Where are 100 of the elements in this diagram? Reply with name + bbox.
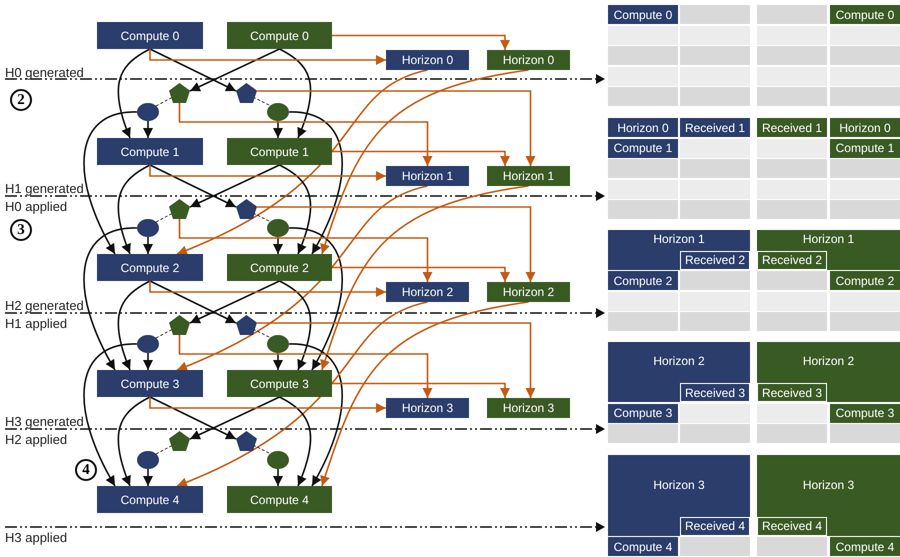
memory-block [608, 230, 750, 270]
circle-marker [267, 335, 289, 353]
arrow [273, 353, 283, 370]
block-label: Horizon 2 [653, 354, 705, 368]
arrow [288, 343, 343, 486]
dashed-connector [252, 212, 272, 222]
memory-block [757, 342, 900, 402]
arrow [332, 382, 510, 398]
arrow [176, 185, 428, 371]
arrow [257, 322, 536, 398]
memory-block: Compute 2 [608, 271, 678, 290]
dashed-connector [252, 96, 272, 106]
block-label: Horizon 2 [802, 354, 854, 368]
memory-block [757, 455, 900, 536]
arrow [143, 469, 153, 486]
pentagon-marker [169, 83, 190, 103]
arrow [83, 227, 138, 370]
arrow [149, 397, 386, 413]
dashed-connector [156, 212, 174, 222]
horizon-box: Horizon 0 [487, 50, 570, 70]
dashed-connector [252, 328, 272, 338]
pentagon-marker [169, 315, 190, 335]
compute-box: Compute 1 [227, 138, 332, 165]
memory-block [608, 342, 750, 402]
compute-box: Compute 0 [97, 22, 203, 49]
memory-block [608, 455, 750, 536]
arrow [190, 396, 280, 440]
horizon-box: Horizon 3 [386, 398, 469, 418]
horizon-box: Horizon 0 [386, 50, 469, 70]
circled-number: 3 [10, 219, 32, 241]
arrow [118, 164, 150, 254]
arrow [118, 396, 150, 486]
pentagon-marker [169, 199, 190, 219]
memory-block: Compute 2 [830, 271, 900, 290]
arrow [83, 343, 138, 486]
arrow [150, 48, 236, 92]
circle-marker [267, 103, 289, 121]
arrow [149, 49, 386, 65]
arrow [273, 469, 283, 486]
arrow [176, 69, 428, 255]
horizon-box: Horizon 3 [487, 398, 570, 418]
arrow [332, 150, 510, 166]
arrow [143, 121, 153, 138]
block-label: Horizon 1 [653, 232, 705, 246]
arrow [273, 237, 283, 254]
compute-box: Compute 3 [97, 370, 203, 397]
arrow [150, 164, 236, 208]
arrow [332, 34, 510, 50]
timeline-label: H1 generated [5, 181, 84, 196]
timeline-label: H0 applied [5, 199, 68, 214]
arrow [150, 396, 236, 440]
arrow [178, 103, 432, 166]
memory-block: Compute 1 [608, 138, 678, 158]
arrow [149, 165, 386, 181]
pentagon-marker [236, 315, 257, 335]
arrow [83, 111, 138, 254]
arrow [118, 48, 150, 138]
block-label: Horizon 3 [653, 478, 705, 492]
arrow [279, 164, 312, 254]
timeline-label: H1 applied [5, 316, 68, 331]
horizon-box: Horizon 2 [386, 282, 469, 302]
memory-block: Compute 0 [830, 5, 900, 24]
compute-box: Compute 2 [227, 254, 332, 281]
dashed-connector [156, 96, 174, 106]
memory-block: Compute 0 [608, 5, 678, 24]
memory-block: Received 4 [757, 516, 827, 536]
compute-box: Compute 3 [227, 370, 332, 397]
arrow [150, 280, 236, 324]
compute-box: Compute 1 [97, 138, 203, 165]
memory-block: Received 3 [757, 383, 827, 402]
memory-block: Received 4 [680, 516, 750, 536]
arrow [118, 280, 150, 370]
circle-marker [137, 219, 159, 237]
arrow [273, 121, 283, 138]
pentagon-marker [236, 83, 257, 103]
memory-block: Compute 4 [608, 537, 678, 556]
arrow [176, 301, 428, 487]
arrow [190, 280, 280, 324]
memory-block: Received 2 [680, 250, 750, 270]
block-label: Horizon 1 [802, 232, 854, 246]
arrow [279, 280, 312, 370]
compute-box: Compute 2 [97, 254, 203, 281]
arrow [257, 206, 536, 282]
arrow [288, 227, 343, 370]
circle-marker [137, 335, 159, 353]
memory-block: Compute 3 [608, 404, 678, 422]
horizon-box: Horizon 1 [386, 166, 469, 186]
arrow [320, 185, 529, 370]
circled-number: 4 [75, 459, 97, 481]
timeline-label: H0 generated [5, 65, 84, 80]
timeline-label: H2 generated [5, 298, 84, 313]
compute-box: Compute 0 [227, 22, 332, 49]
circle-marker [137, 103, 159, 121]
dashed-connector [156, 444, 174, 454]
timeline-label: H3 applied [5, 530, 68, 545]
circle-marker [137, 451, 159, 469]
circled-number: 2 [10, 89, 32, 111]
pentagon-marker [236, 199, 257, 219]
compute-box: Compute 4 [97, 486, 203, 513]
arrow [320, 301, 529, 486]
